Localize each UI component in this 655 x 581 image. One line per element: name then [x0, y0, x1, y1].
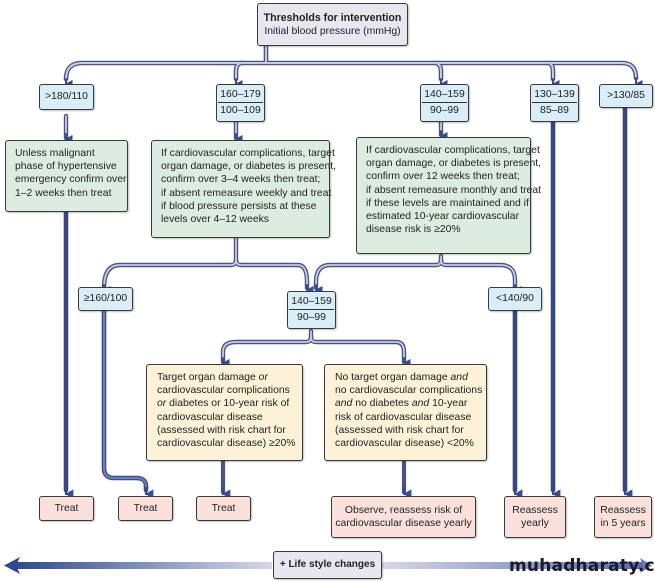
- risk-text-emphasis: and: [450, 372, 468, 383]
- diastolic-range: 90–99: [297, 312, 326, 323]
- outcome-observe: Observe, reassess risk of cardiovascular…: [331, 496, 476, 538]
- action-text-line: organ damage, or diabetes is present,: [366, 158, 542, 170]
- risk-text-emphasis: and: [335, 398, 353, 410]
- watermark: muhadharaty.com: [509, 556, 655, 576]
- lifestyle-changes-box: + Life style changes: [273, 551, 382, 579]
- systolic-range: 130–139: [532, 89, 577, 103]
- outcome-reassess-5-years: Reassess in 5 years: [594, 496, 652, 538]
- outcome-treat-1: Treat: [39, 496, 94, 521]
- risk-text-line: No target organ damage and: [335, 371, 480, 384]
- threshold-140-159: 140–159 90–99: [420, 84, 469, 122]
- outcome-label: Treat: [133, 502, 158, 514]
- diastolic-range: 90–99: [430, 105, 459, 116]
- systolic-range: 160–179: [218, 89, 263, 103]
- risk-text: diabetes or 10-year risk of: [166, 398, 290, 410]
- outcome-label: Treat: [211, 502, 236, 514]
- threshold-130-85: >130/85: [599, 84, 653, 108]
- risk-text-emphasis: or: [157, 398, 167, 410]
- action-text-line: if these levels are maintained and if: [366, 197, 529, 209]
- risk-text: No target organ damage: [335, 372, 451, 383]
- action-text-line: emergency confirm over: [15, 174, 127, 186]
- risk-text-emphasis: or: [258, 372, 268, 383]
- action-text-line: If cardiovascular complications, target: [161, 148, 335, 159]
- action-text-line: levels over 4–12 weeks: [161, 214, 270, 226]
- threshold-label: >180/110: [45, 91, 88, 103]
- action-text-line: phase of hypertensive: [15, 161, 117, 173]
- outcome-label: in 5 years: [600, 518, 646, 529]
- header-box: Thresholds for intervention Initial bloo…: [257, 3, 408, 46]
- risk-text-line: cardiovascular disease) ≥20%: [157, 438, 296, 450]
- action-text-line: confirm over 12 weeks then treat;: [366, 171, 520, 183]
- diastolic-range: 85–89: [540, 105, 569, 116]
- threshold-ge-160-100: ≥160/100: [78, 287, 133, 311]
- action-text-line: if absent remeasure weekly and treat: [161, 187, 332, 199]
- action-text-line: organ damage, or diabetes is present,: [161, 161, 337, 173]
- risk-text: 10-year: [429, 398, 468, 410]
- action-text-line: confirm over 3–4 weeks then treat;: [161, 174, 321, 186]
- action-text-line: if blood pressure persists at these: [161, 200, 317, 212]
- risk-text-line: risk of cardiovascular disease: [335, 411, 472, 423]
- threshold-140-159-second: 140–159 90–99: [287, 291, 336, 329]
- risk-text-line: (assessed with risk chart for: [335, 424, 464, 436]
- outcome-treat-3: Treat: [196, 496, 251, 521]
- diastolic-range: 100–109: [220, 105, 261, 116]
- header-subtitle: Initial blood pressure (mmHg): [264, 26, 401, 38]
- risk-text-emphasis: and: [411, 398, 430, 410]
- systolic-range: 140–159: [422, 89, 467, 103]
- outcome-label: cardiovascular disease yearly: [335, 518, 472, 529]
- risk-text-line: or diabetes or 10-year risk of: [157, 397, 296, 410]
- action-text-line: disease risk is ≥20%: [366, 224, 461, 236]
- outcome-treat-2: Treat: [118, 496, 173, 521]
- header-title: Thresholds for intervention: [263, 12, 402, 24]
- risk-text-line: (assessed with risk chart for: [157, 424, 286, 436]
- risk-text-line: cardiovascular disease: [157, 411, 263, 423]
- outcome-label: Observe, reassess risk of: [344, 504, 463, 516]
- action-text-line: if absent remeasure monthly and treat: [366, 184, 542, 196]
- threshold-lt-140-90: <140/90: [488, 287, 542, 311]
- threshold-160-179: 160–179 100–109: [216, 84, 265, 122]
- threshold-label: <140/90: [496, 293, 534, 305]
- lifestyle-label: + Life style changes: [279, 559, 376, 571]
- action-text-line: If cardiovascular complications, target: [366, 145, 540, 156]
- outcome-label: yearly: [521, 518, 549, 529]
- outcome-label: Treat: [54, 502, 79, 514]
- threshold-180-110: >180/110: [39, 84, 94, 110]
- risk-text-line: and no diabetes and 10-year: [335, 397, 480, 410]
- risk-high-box: Target organ damage or cardiovascular co…: [146, 364, 303, 461]
- risk-low-box: No target organ damage and no cardiovasc…: [324, 364, 487, 461]
- risk-text-line: cardiovascular disease) <20%: [335, 438, 474, 450]
- action-text-line: Unless malignant: [15, 148, 95, 159]
- action-malignant: Unless malignant phase of hypertensive e…: [5, 140, 128, 212]
- action-text-line: 1–2 weeks then treat: [15, 187, 112, 199]
- risk-text-line: cardiovascular complications: [157, 385, 290, 397]
- action-160-179: If cardiovascular complications, target …: [151, 140, 337, 238]
- outcome-label: Reassess: [600, 504, 646, 516]
- risk-text-line: no cardiovascular complications: [335, 385, 483, 397]
- risk-text-line: Target organ damage or: [157, 371, 296, 384]
- outcome-label: Reassess: [512, 504, 558, 516]
- action-text-line: estimated 10-year cardiovascular: [366, 211, 520, 223]
- outcome-reassess-yearly: Reassess yearly: [504, 496, 566, 538]
- threshold-130-139: 130–139 85–89: [530, 84, 579, 122]
- action-140-159: If cardiovascular complications, target …: [356, 137, 542, 254]
- risk-text: no diabetes: [352, 398, 412, 410]
- threshold-label: ≥160/100: [83, 293, 128, 305]
- systolic-range: 140–159: [289, 296, 334, 310]
- threshold-label: >130/85: [607, 90, 645, 102]
- risk-text: Target organ damage: [157, 372, 259, 383]
- lifestyle-arrow: [4, 557, 652, 574]
